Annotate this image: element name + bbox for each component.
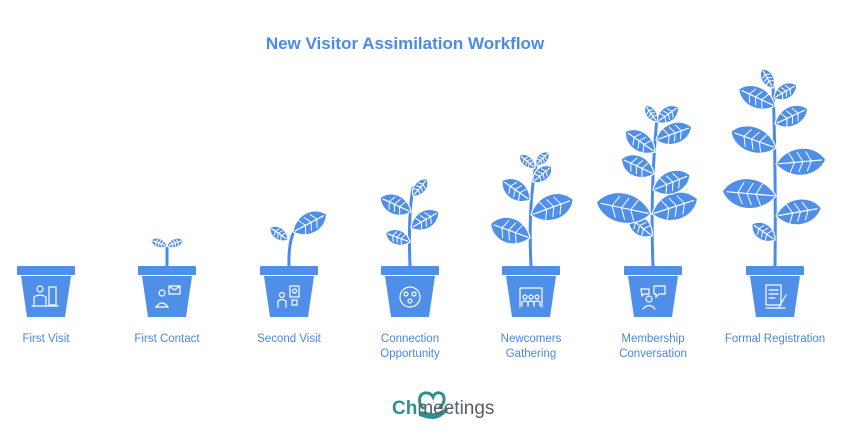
leaf — [535, 151, 550, 166]
leaf — [759, 68, 775, 89]
leaf — [775, 198, 822, 226]
leaf — [655, 121, 693, 145]
visitor-at-door-icon — [31, 285, 59, 307]
leaf — [530, 192, 574, 222]
workflow-step-2 — [138, 237, 196, 317]
pot-body — [142, 276, 192, 317]
leaf — [269, 225, 289, 242]
leaf — [624, 129, 656, 154]
leaf — [292, 210, 328, 236]
pot-rim — [260, 266, 318, 275]
leaf — [379, 193, 412, 216]
pot-rim — [624, 266, 682, 275]
step-label-line: Conversation — [619, 348, 687, 360]
leaf — [651, 191, 699, 222]
leaf — [652, 169, 691, 195]
group-circle-icon — [399, 286, 421, 308]
pot-body — [385, 276, 435, 317]
plant — [721, 68, 827, 268]
step-label-line: First Contact — [134, 333, 200, 345]
conversation-icon — [640, 285, 666, 310]
step-label: First Visit — [0, 332, 111, 347]
step-label: Formal Registration — [710, 332, 840, 347]
leaf — [721, 177, 777, 210]
registration-form-icon — [765, 284, 787, 309]
step-label-line: Connection — [380, 333, 440, 345]
workflow-step-5 — [489, 151, 574, 317]
pot-rim — [502, 266, 560, 275]
leaf — [518, 153, 536, 169]
step-label-line: Gathering — [505, 348, 557, 360]
step-label-line: Newcomers — [500, 333, 562, 345]
page-title: New Visitor Assimilation Workflow — [265, 34, 545, 53]
leaf — [501, 177, 531, 203]
workflow-step-1 — [17, 266, 75, 317]
plant — [595, 104, 699, 268]
plant-stem — [650, 116, 659, 268]
pot-body — [506, 276, 556, 317]
leaf — [644, 105, 659, 123]
leaf — [150, 237, 168, 249]
person-with-message-icon — [154, 285, 181, 308]
leaf — [166, 237, 184, 249]
plant — [379, 178, 440, 268]
leaf — [384, 228, 411, 246]
returning-visitor-icon — [277, 285, 300, 308]
leaf — [595, 192, 652, 224]
step-label-line: Membership — [621, 333, 685, 345]
leaf — [489, 216, 531, 245]
pot-body — [264, 276, 314, 317]
leaf — [738, 84, 776, 110]
workflow-step-4 — [379, 178, 440, 317]
leaf — [410, 208, 440, 231]
plant — [269, 210, 328, 268]
chmeetings-heart-hand-icon — [418, 391, 448, 419]
leaf — [411, 178, 429, 197]
leaf — [620, 154, 655, 179]
pot-body — [750, 276, 800, 317]
pot-body — [628, 276, 678, 317]
leaf — [775, 147, 827, 176]
leaf — [656, 104, 679, 124]
pot-rim — [746, 266, 804, 275]
leaf — [773, 82, 798, 101]
plant — [489, 151, 574, 268]
step-label-line: Second Visit — [257, 333, 321, 345]
step-label-line: Opportunity — [380, 348, 440, 360]
step-label: Second Visit — [224, 332, 354, 347]
leaf — [532, 165, 553, 184]
step-label: First Contact — [102, 332, 232, 347]
logo-prefix: Ch — [392, 398, 418, 419]
step-label-line: Formal Registration — [724, 333, 826, 345]
workflow-step-6 — [595, 104, 699, 317]
pot-rim — [17, 266, 75, 275]
leaf — [751, 221, 776, 242]
pot-rim — [381, 266, 439, 275]
logo-suffix: meetings — [417, 398, 495, 419]
workflow-step-3 — [260, 210, 328, 317]
brand-logo-text: Chmeetings — [392, 398, 494, 420]
people-gathering-icon — [519, 287, 543, 308]
step-label-line: First Visit — [22, 333, 70, 345]
leaf — [730, 125, 777, 154]
leaf — [774, 104, 809, 128]
plant — [150, 237, 184, 268]
workflow-step-7 — [721, 68, 827, 317]
pot-rim — [138, 266, 196, 275]
